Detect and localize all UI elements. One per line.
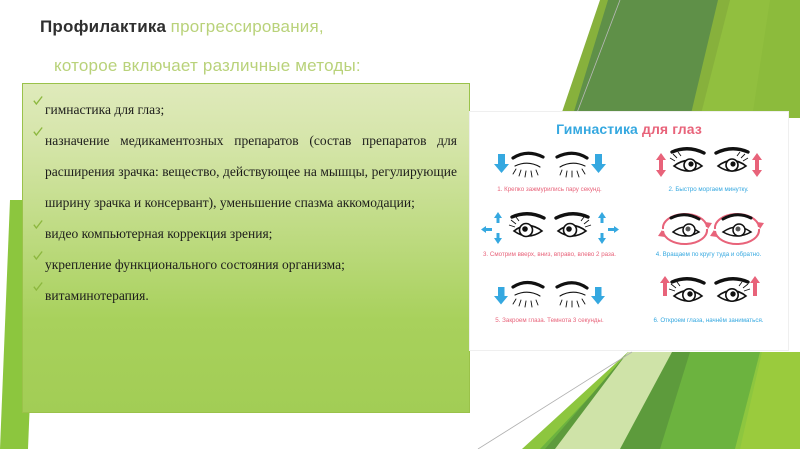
- poly-bottom-right-edge: [740, 352, 800, 449]
- title-line-1: Профилактика прогрессирования,: [40, 8, 470, 47]
- eye-exercise-panel-2: 2. Быстро моргаем минутку.: [629, 141, 788, 206]
- eye-exercise-caption: 1. Крепко зажмурились пару секунд.: [497, 186, 602, 193]
- eye-illustration-open-up: [644, 275, 774, 315]
- poly-bottom-hairline: [477, 351, 633, 449]
- page-title: Профилактика прогрессирования, которое в…: [40, 8, 470, 86]
- poly-bottom-right-mid: [540, 352, 760, 449]
- arrow-down-blue: [493, 154, 606, 173]
- eye-illustration-closed-down: [485, 144, 615, 184]
- eye-exercise-panel-5: 5. Закроем глаза. Темнота 3 секунды.: [470, 272, 629, 337]
- eye-illustration-rotate: [639, 209, 779, 249]
- arrow-up-pink: [659, 275, 760, 296]
- list-item-label: видео компьютерная коррекция зрения;: [45, 226, 273, 241]
- poly-bottom-right-main: [522, 352, 800, 449]
- title-strong-word: Профилактика: [40, 17, 167, 36]
- list-item-label: гимнастика для глаз;: [45, 102, 165, 117]
- list-item-label: витаминотерапия.: [45, 288, 149, 303]
- eye-card-title-pink: для глаз: [641, 121, 702, 137]
- arrow-down-blue: [493, 286, 605, 305]
- eye-exercise-grid: 1. Крепко зажмурились пару секунд.: [470, 141, 788, 337]
- eye-exercise-panel-3: 3. Смотрим вверх, вниз, вправо, влево 2 …: [470, 206, 629, 271]
- list-item: гимнастика для глаз;: [33, 94, 457, 125]
- list-item-label: назначение медикаментозных препаратов (с…: [45, 133, 457, 210]
- list-item: укрепление функционального состояния орг…: [33, 249, 457, 280]
- content-box: гимнастика для глаз; назначение медикаме…: [22, 83, 470, 413]
- poly-bottom-right-pale: [555, 352, 672, 449]
- list-item: витаминотерапия.: [33, 280, 457, 311]
- eye-illustration-open-blink: [644, 144, 774, 184]
- check-icon: [33, 282, 43, 293]
- eye-exercise-caption: 6. Откроем глаза, начнём заниматься.: [653, 316, 764, 324]
- eye-exercise-caption: 4. Вращаем по кругу туда и обратно.: [655, 251, 762, 259]
- poly-bottom-right-dark: [545, 352, 690, 449]
- check-icon: [33, 96, 43, 107]
- eye-exercise-panel-4: 4. Вращаем по кругу туда и обратно.: [629, 206, 788, 271]
- eye-illustration-four-way: [480, 209, 620, 249]
- eye-exercise-panel-1: 1. Крепко зажмурились пару секунд.: [470, 141, 629, 206]
- check-icon: [33, 220, 43, 231]
- arrow-four-way-blue: [480, 212, 619, 245]
- eye-exercise-caption: 3. Смотрим вверх, вниз, вправо, влево 2 …: [482, 251, 617, 259]
- list-item-label: укрепление функционального состояния орг…: [45, 257, 345, 272]
- eye-card-title-blue: Гимнастика: [556, 121, 638, 137]
- list-item: видео компьютерная коррекция зрения;: [33, 218, 457, 249]
- title-light-word: прогрессирования,: [170, 17, 324, 36]
- poly-top-hairline: [574, 0, 621, 119]
- poly-top-right-light: [585, 0, 800, 118]
- poly-top-right-edge: [752, 0, 800, 118]
- eye-illustration-closed-dark: [485, 275, 615, 315]
- title-line-2: которое включает различные методы:: [40, 47, 470, 86]
- check-icon: [33, 127, 43, 138]
- check-icon: [33, 251, 43, 262]
- eye-exercise-panel-6: 6. Откроем глаза, начнём заниматься.: [629, 272, 788, 337]
- eye-exercise-caption: 5. Закроем глаза. Темнота 3 секунды.: [495, 316, 604, 324]
- eye-card-title: Гимнастика для глаз: [470, 112, 788, 137]
- eye-gymnastics-card: Гимнастика для глаз: [470, 112, 788, 350]
- title-subtitle: которое включает различные методы:: [54, 56, 361, 75]
- eye-exercise-caption: 2. Быстро моргаем минутку.: [668, 186, 749, 193]
- list-item: назначение медикаментозных препаратов (с…: [33, 125, 457, 218]
- arrow-up-down-pink: [655, 153, 762, 177]
- poly-top-right-mid: [560, 0, 730, 118]
- poly-top-right-dark: [572, 0, 718, 118]
